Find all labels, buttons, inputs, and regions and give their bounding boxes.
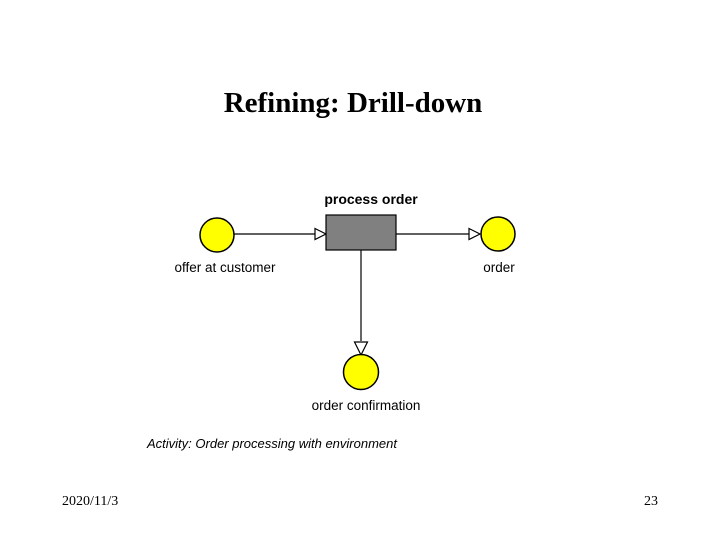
diagram-caption: Activity: Order processing with environm… <box>147 436 397 451</box>
place-label-offer-at-customer: offer at customer <box>174 260 276 275</box>
transition-label-process-order: process order <box>324 191 418 207</box>
arrowhead-right-icon <box>468 227 482 241</box>
place-label-order-confirmation: order confirmation <box>312 398 421 413</box>
place-order <box>480 216 516 252</box>
arc-process-to-order <box>396 227 482 241</box>
arrowhead-right-icon <box>314 227 328 241</box>
page-number: 23 <box>644 494 658 509</box>
slide-title: Refining: Drill-down <box>223 87 483 119</box>
transition-process-order <box>325 214 397 251</box>
arc-offer-to-process <box>234 227 328 241</box>
arrowhead-down-icon <box>353 341 369 357</box>
place-offer-at-customer <box>199 217 235 253</box>
place-label-order: order <box>483 260 515 275</box>
place-order-confirmation <box>342 353 380 391</box>
arc-process-to-confirmation <box>353 250 369 357</box>
slide-date: 2020/11/3 <box>62 494 119 509</box>
